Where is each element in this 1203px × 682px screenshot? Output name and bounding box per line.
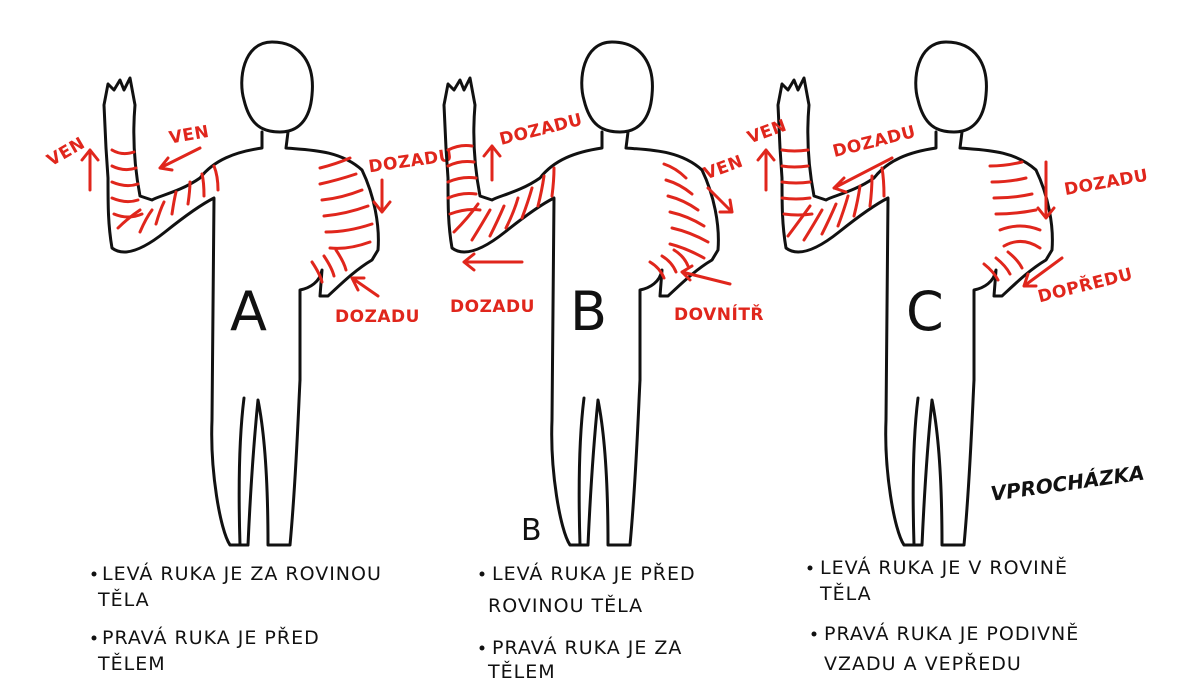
figure-a-letter: A: [230, 280, 267, 343]
notes-b: LEVÁ RUKA JE PŘED ROVINOU TĚLA PRAVÁ RUK…: [480, 562, 696, 682]
bullet-icon: [808, 566, 813, 571]
figure-b-leg-line: [579, 398, 584, 545]
figure-a-stripes: [112, 150, 372, 282]
figure-c-arrows: [758, 150, 1062, 286]
figure-a-label-0: VEN: [44, 133, 89, 171]
bullet-icon: [92, 572, 97, 577]
figure-b: DOZADU VEN DOZADU DOVNÍTŘ B: [444, 42, 764, 545]
note-b-3: TĚLEM: [487, 660, 556, 682]
notes-a: LEVÁ RUKA JE ZA ROVINOU TĚLA PRAVÁ RUKA …: [92, 562, 382, 675]
figure-a-leg-line: [239, 398, 244, 545]
bullet-icon: [92, 636, 97, 641]
note-a-0: LEVÁ RUKA JE ZA ROVINOU: [102, 562, 382, 585]
note-c-3: VZADU A VEPŘEDU: [824, 652, 1022, 675]
signature: VPROCHÁZKA: [989, 460, 1146, 505]
figure-b-label-1: VEN: [701, 152, 746, 185]
answer-letter: B: [521, 513, 542, 548]
bullet-icon: [812, 632, 817, 637]
note-b-0: LEVÁ RUKA JE PŘED: [492, 562, 696, 585]
note-c-0: LEVÁ RUKA JE V ROVINĚ: [820, 556, 1068, 579]
figure-a: VEN VEN DOZADU DOZADU A: [44, 42, 455, 545]
figure-b-label-2: DOZADU: [450, 297, 535, 317]
note-a-1: TĚLA: [97, 588, 150, 611]
bullet-icon: [480, 646, 485, 651]
figure-a-label-3: DOZADU: [335, 307, 420, 327]
figure-c-leg-line: [913, 398, 918, 545]
note-a-2: PRAVÁ RUKA JE PŘED: [102, 626, 320, 649]
note-c-2: PRAVÁ RUKA JE PODIVNĚ: [824, 622, 1079, 645]
figure-b-stripes: [448, 146, 708, 279]
figure-c-label-0: VEN: [745, 116, 790, 149]
figure-c-stripes: [782, 150, 1040, 280]
figure-b-letter: B: [570, 280, 607, 343]
bullet-icon: [480, 572, 485, 577]
note-a-3: TĚLEM: [97, 652, 166, 675]
figure-a-label-1: VEN: [167, 122, 210, 149]
figure-b-arrows: [464, 146, 732, 284]
figure-b-label-3: DOVNÍTŘ: [674, 303, 764, 325]
note-c-1: TĚLA: [819, 582, 872, 605]
figure-c-label-2: DOZADU: [1063, 166, 1150, 200]
figure-c-letter: C: [906, 280, 944, 343]
figure-a-label-2: DOZADU: [367, 146, 454, 178]
figure-c-label-3: DOPŘEDU: [1035, 262, 1135, 307]
note-b-2: PRAVÁ RUKA JE ZA: [492, 636, 682, 659]
figure-b-label-0: DOZADU: [497, 110, 584, 150]
note-b-1: ROVINOU TĚLA: [488, 594, 643, 617]
notes-c: LEVÁ RUKA JE V ROVINĚ TĚLA PRAVÁ RUKA JE…: [808, 556, 1080, 675]
